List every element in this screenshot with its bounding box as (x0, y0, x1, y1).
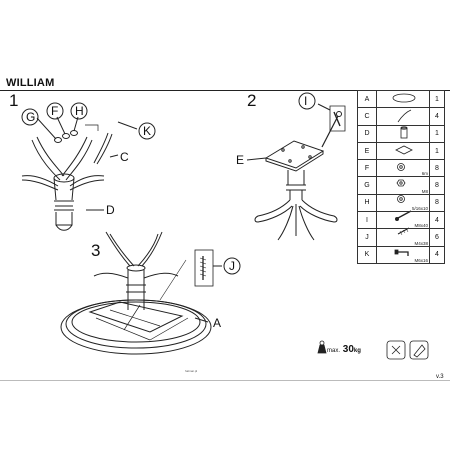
part-letter: F (357, 159, 377, 178)
part-qty: 8 (429, 193, 445, 213)
footer-text: halmar.pl (185, 369, 198, 373)
part-icon-cell (376, 107, 430, 126)
header-divider (0, 90, 450, 91)
part-icon-cell (376, 124, 430, 143)
callout-K: K (143, 124, 152, 138)
max-weight-label: max. 30kg (327, 344, 361, 355)
part-qty: 6 (429, 228, 445, 247)
step-1-illustration (21, 116, 138, 231)
part-letter: C (357, 107, 377, 126)
part-qty: 4 (429, 107, 445, 126)
callout-circles (21, 92, 316, 275)
callout-circle-G (21, 108, 39, 126)
max-weight-value: 30 (342, 344, 354, 355)
weight-icon (317, 340, 327, 354)
part-size: M4x38 (414, 240, 428, 246)
cleaning-cloth-icon (409, 340, 429, 360)
part-letter: A (357, 89, 377, 109)
callout-G: G (26, 110, 36, 124)
no-water-icon (386, 340, 406, 360)
callout-circle-F (46, 102, 64, 120)
part-icon-cell: 6m (376, 159, 430, 178)
callout-circle-J (223, 257, 241, 275)
callout-E: E (236, 153, 245, 167)
part-qty: 8 (429, 176, 445, 195)
part-icon-cell: M8x40 (376, 211, 430, 230)
callout-F: F (51, 104, 59, 118)
part-size: M6x16 (414, 257, 428, 263)
callout-circle-I (298, 92, 316, 110)
callout-C: C (120, 150, 129, 164)
step-number-2: 2 (247, 91, 257, 110)
callout-circle-H (70, 102, 88, 120)
part-icon-cell: M8 (376, 176, 430, 195)
part-icon-cell: 5/16x10 (376, 193, 430, 213)
step-3-illustration (60, 231, 222, 355)
step-number-1: 1 (9, 91, 19, 110)
part-icon-cell: M4x38 (376, 228, 430, 247)
part-size: M8x40 (414, 223, 428, 229)
callout-H: H (75, 104, 84, 118)
step-2-illustration (246, 103, 346, 241)
part-qty: 8 (429, 159, 445, 178)
part-letter: H (357, 193, 377, 213)
callout-D: D (106, 203, 115, 217)
part-qty: 1 (429, 141, 445, 161)
part-size: 6m (421, 171, 428, 177)
callout-circle-K (138, 122, 156, 140)
part-icon-cell: M6x16 (376, 245, 430, 264)
part-letter: J (357, 228, 377, 247)
part-letter: I (357, 211, 377, 230)
part-icon-cell (376, 141, 430, 161)
callout-A: A (213, 316, 222, 330)
part-size: M8 (421, 188, 428, 194)
callout-I: I (304, 94, 308, 108)
footer-divider (0, 380, 450, 381)
part-letter: D (357, 124, 377, 143)
part-letter: G (357, 176, 377, 195)
part-letter: K (357, 245, 377, 264)
step-number-3: 3 (91, 241, 101, 260)
part-letter: E (357, 141, 377, 161)
part-qty: 1 (429, 124, 445, 143)
max-weight-unit: kg (353, 348, 361, 354)
callout-J: J (229, 259, 235, 273)
max-weight-prefix: max. (327, 348, 341, 354)
version-label: v.3 (436, 374, 444, 380)
part-size: 5/16x10 (411, 206, 428, 212)
part-qty: 4 (429, 245, 445, 264)
product-title: WILLIAM (6, 77, 55, 89)
part-qty: 4 (429, 211, 445, 230)
part-icon-cell (376, 89, 430, 109)
part-qty: 1 (429, 89, 445, 109)
